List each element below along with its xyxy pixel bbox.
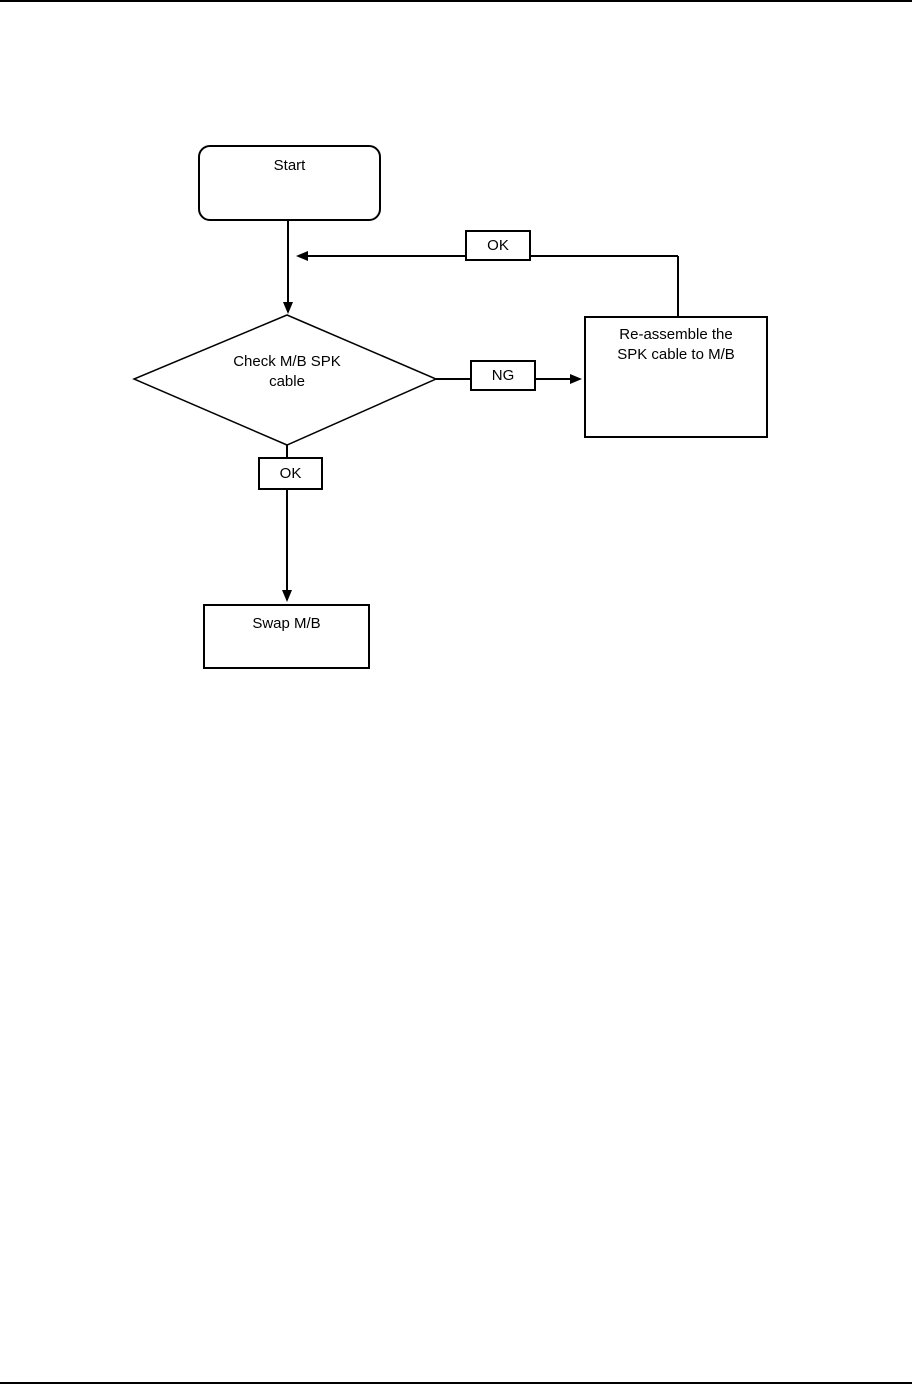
top-rule — [0, 0, 912, 2]
arrowhead-feedback-left — [296, 251, 308, 261]
ng-connector-label: NG — [470, 360, 536, 391]
start-node: Start — [198, 145, 381, 221]
arrowhead-into-decision — [283, 302, 293, 314]
swap-node: Swap M/B — [203, 604, 370, 669]
bottom-rule — [0, 1382, 912, 1384]
start-node-label: Start — [273, 157, 306, 174]
arrowhead-into-reassemble — [570, 374, 582, 384]
swap-node-label: Swap M/B — [252, 615, 321, 632]
ok-top-connector-label: OK — [465, 230, 531, 261]
arrowheads — [282, 251, 582, 602]
arrowhead-into-swap — [282, 590, 292, 602]
ok-bottom-connector-label: OK — [258, 457, 323, 490]
